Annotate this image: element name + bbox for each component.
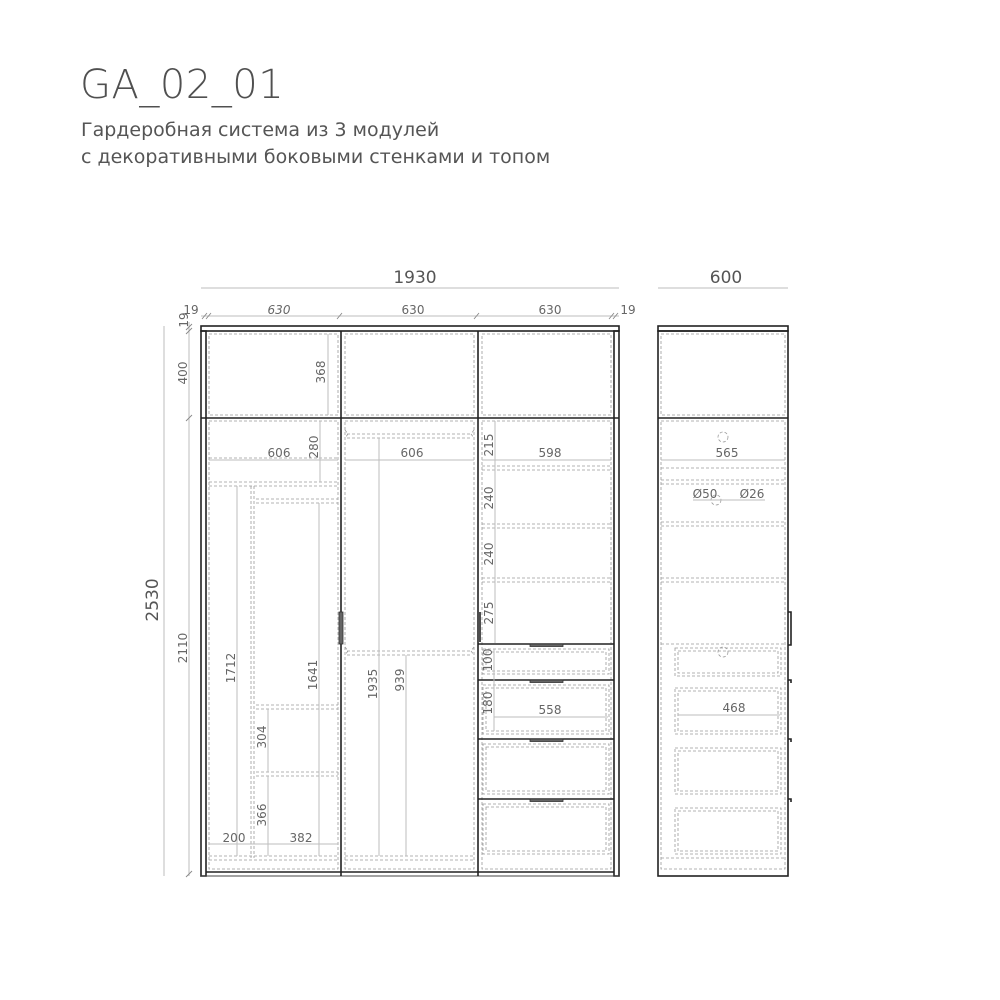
right-shelf-gap-4: 275 — [482, 602, 496, 625]
drawer-handle-icon — [529, 643, 564, 647]
top-section-height-label: 400 — [176, 362, 190, 385]
side-panel-left-label: 19 — [183, 303, 198, 317]
side-drawer-handle-icon — [788, 738, 792, 742]
side-drawer-handle-icon — [788, 679, 792, 683]
side-drawer-depth-label: 468 — [723, 701, 746, 715]
module-3-width-label: 630 — [539, 303, 562, 317]
drawing-title: GA_02_01 — [80, 62, 285, 108]
top-panel-label: 19 — [177, 312, 191, 327]
left-bottom-width-200: 200 — [223, 831, 246, 845]
side-door-handle-icon — [788, 611, 792, 646]
overall-height-label: 2530 — [143, 578, 163, 621]
drawer-handle-icon — [529, 679, 564, 683]
lower-rail-holder-icon — [717, 646, 729, 658]
left-shelf-gap-label: 280 — [307, 436, 321, 459]
depth-label: 600 — [710, 268, 742, 288]
left-shelf-gap-366: 366 — [255, 804, 269, 827]
side-drawer-handle-icon — [788, 798, 792, 802]
subtitle-line-1: Гардеробная система из 3 модулей — [81, 119, 440, 141]
subtitle-line-2: с декоративными боковыми стенками и топо… — [81, 146, 551, 168]
front-dimensions: 1930 19 630 630 630 19 2530 19 400 2110 — [143, 268, 636, 878]
module-1-width-label: 630 — [268, 303, 291, 317]
middle-rail-width-label: 606 — [401, 446, 424, 460]
drawer-height-180: 180 — [481, 692, 495, 715]
rail-diameter-inner: Ø26 — [740, 487, 765, 501]
right-shelf-gap-3: 240 — [482, 543, 496, 566]
side-shelf-depth-label: 565 — [716, 446, 739, 460]
rail-holder-icon — [717, 431, 729, 443]
right-shelf-width-label: 598 — [539, 446, 562, 460]
drawing-subtitle: Гардеробная система из 3 модулей с декор… — [81, 117, 550, 171]
left-inner-height-1712: 1712 — [224, 653, 238, 684]
drawer-handle-icon — [529, 798, 564, 802]
right-module: 598 215 240 240 275 10 — [478, 420, 614, 870]
drawer-height-100: 100 — [481, 649, 495, 672]
rail-diameter-outer: Ø50 — [693, 487, 718, 501]
front-view: 368 606 280 1712 — [200, 325, 620, 877]
side-view: 600 565 Ø50 Ø26 468 — [657, 268, 792, 877]
door-handle-icon — [338, 611, 344, 645]
top-inner-height-label: 368 — [314, 361, 328, 384]
drawer-width-label: 558 — [539, 703, 562, 717]
side-panel-right-label: 19 — [620, 303, 635, 317]
middle-hanging-height-label: 1935 — [366, 669, 380, 700]
overall-width-label: 1930 — [393, 268, 436, 288]
middle-lower-hanging-label: 939 — [393, 669, 407, 692]
left-shelf-gap-304: 304 — [255, 726, 269, 749]
middle-module: 606 1935 939 — [344, 420, 475, 870]
main-section-height-label: 2110 — [176, 633, 190, 664]
left-shelf-width-label: 606 — [268, 446, 291, 460]
drawer-handle-icon — [529, 738, 564, 742]
left-module: 606 280 1712 1641 304 366 200 — [208, 420, 344, 870]
right-shelf-gap-2: 240 — [482, 487, 496, 510]
right-shelf-gap-1: 215 — [482, 434, 496, 457]
module-2-width-label: 630 — [402, 303, 425, 317]
left-inner-height-1641: 1641 — [306, 660, 320, 691]
left-bottom-width-382: 382 — [290, 831, 313, 845]
